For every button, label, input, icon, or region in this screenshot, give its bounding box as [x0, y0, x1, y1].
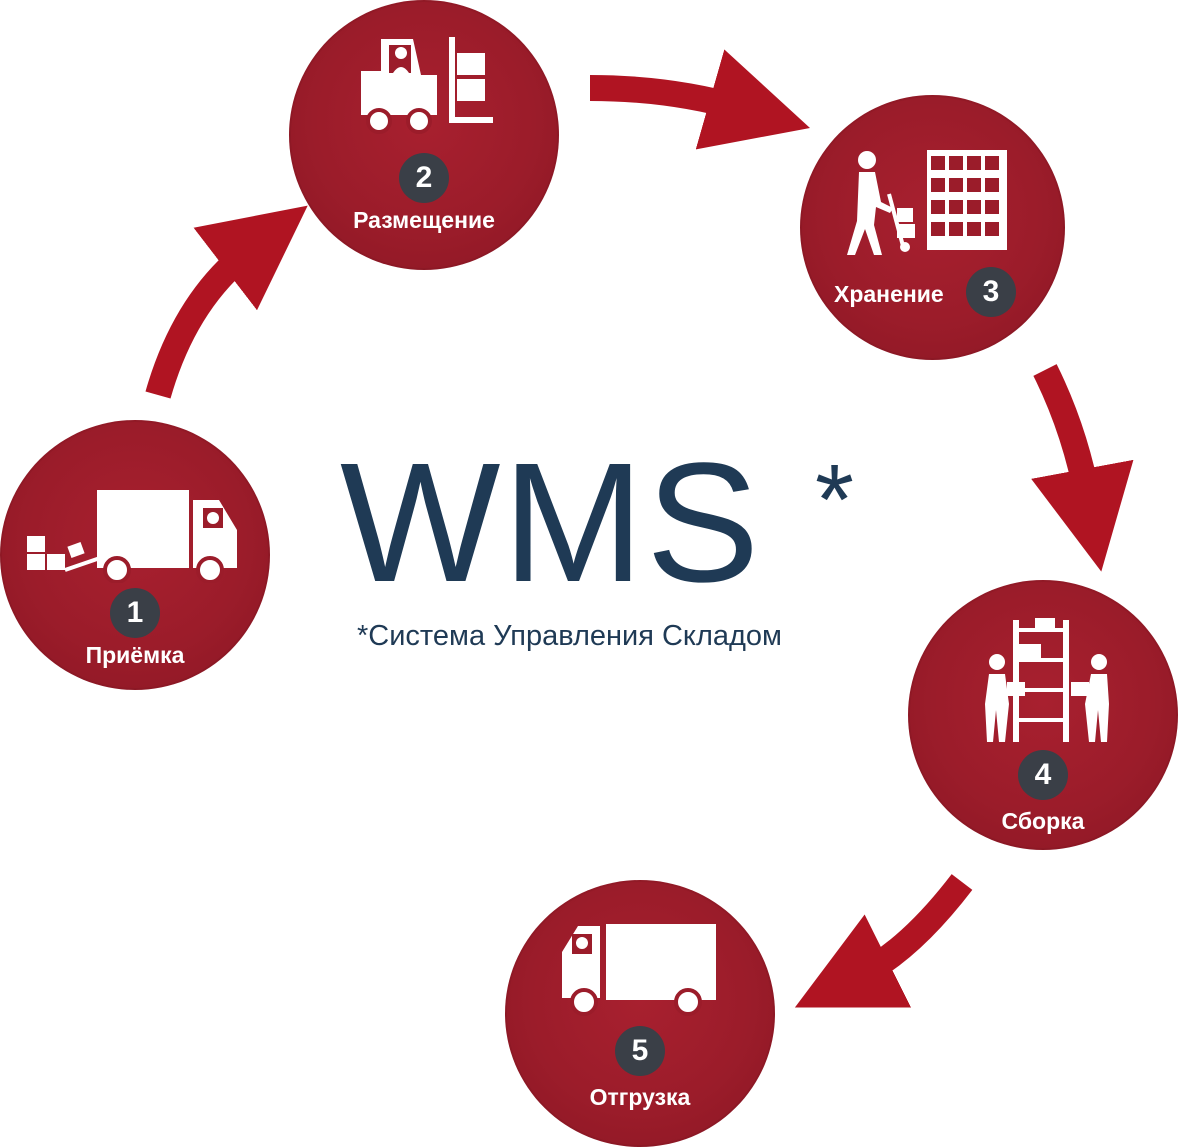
worker-with-cart-and-shelves-icon — [847, 150, 1007, 255]
forklift-icon — [361, 37, 493, 134]
step-1-number: 1 — [110, 588, 160, 638]
arrow-1-to-2 — [145, 205, 308, 399]
step-2-label: Размещение — [353, 207, 495, 233]
step-5-label: Отгрузка — [589, 1084, 691, 1110]
arrow-2-to-3 — [589, 49, 811, 150]
step-4-label: Сборка — [1001, 808, 1085, 834]
wms-subtitle: *Система Управления Складом — [357, 620, 782, 652]
step-placement: 2 Размещение — [289, 0, 559, 270]
arrow-4-to-5 — [794, 874, 973, 1008]
step-receiving: 1 Приёмка — [0, 420, 270, 690]
truck-unloading-icon — [27, 490, 237, 583]
step-picking: 4 Сборка — [908, 580, 1178, 850]
wms-title: WMS — [340, 428, 762, 618]
step-3-number: 3 — [966, 267, 1016, 317]
step-4-number: 4 — [1018, 750, 1068, 800]
step-shipping: 5 Отгрузка — [505, 880, 775, 1147]
truck-icon — [562, 924, 716, 1016]
wms-asterisk: * — [815, 444, 854, 556]
step-5-number: 5 — [615, 1026, 665, 1076]
pickers-at-rack-icon — [985, 618, 1109, 742]
arrow-3-to-4 — [1031, 364, 1134, 572]
step-1-label: Приёмка — [85, 642, 185, 668]
step-2-number: 2 — [399, 153, 449, 203]
step-3-label: Хранение — [834, 281, 944, 307]
step-storage: Хранение 3 — [800, 95, 1065, 360]
